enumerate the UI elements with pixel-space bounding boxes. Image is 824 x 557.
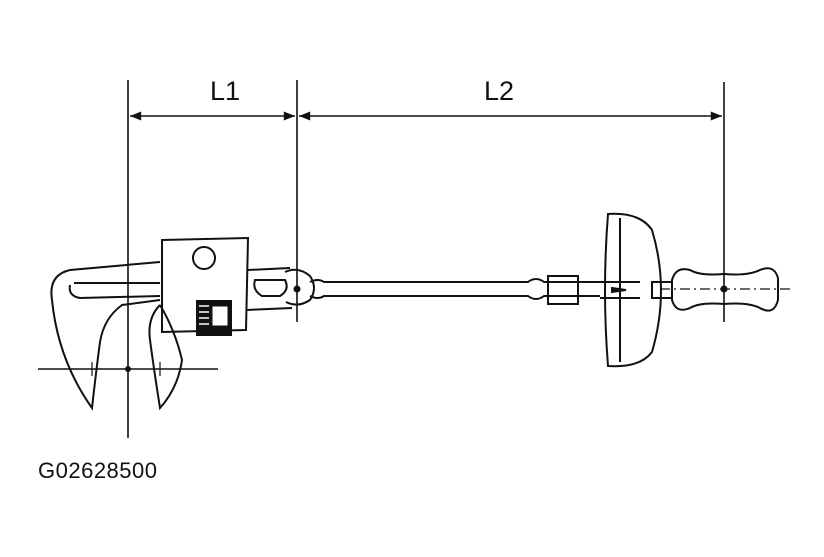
figure-id-label: G02628500 — [38, 458, 158, 483]
l1-label: L1 — [210, 76, 240, 106]
extension-lines — [127, 80, 725, 438]
wrench-handle — [651, 267, 779, 312]
torque-dial-gauge-icon — [600, 212, 662, 368]
pivot-point — [293, 285, 301, 293]
jaw-center-point-left — [125, 366, 131, 372]
l2-label: L2 — [484, 76, 514, 106]
pivot-joint — [284, 268, 315, 306]
adjustment-screw-icon — [192, 246, 216, 270]
wrench-jaws — [50, 261, 184, 411]
handle-center-point — [720, 285, 728, 293]
wrench-head — [161, 236, 293, 334]
worm-gear-icon — [196, 300, 232, 336]
wrench-shaft — [309, 275, 600, 305]
